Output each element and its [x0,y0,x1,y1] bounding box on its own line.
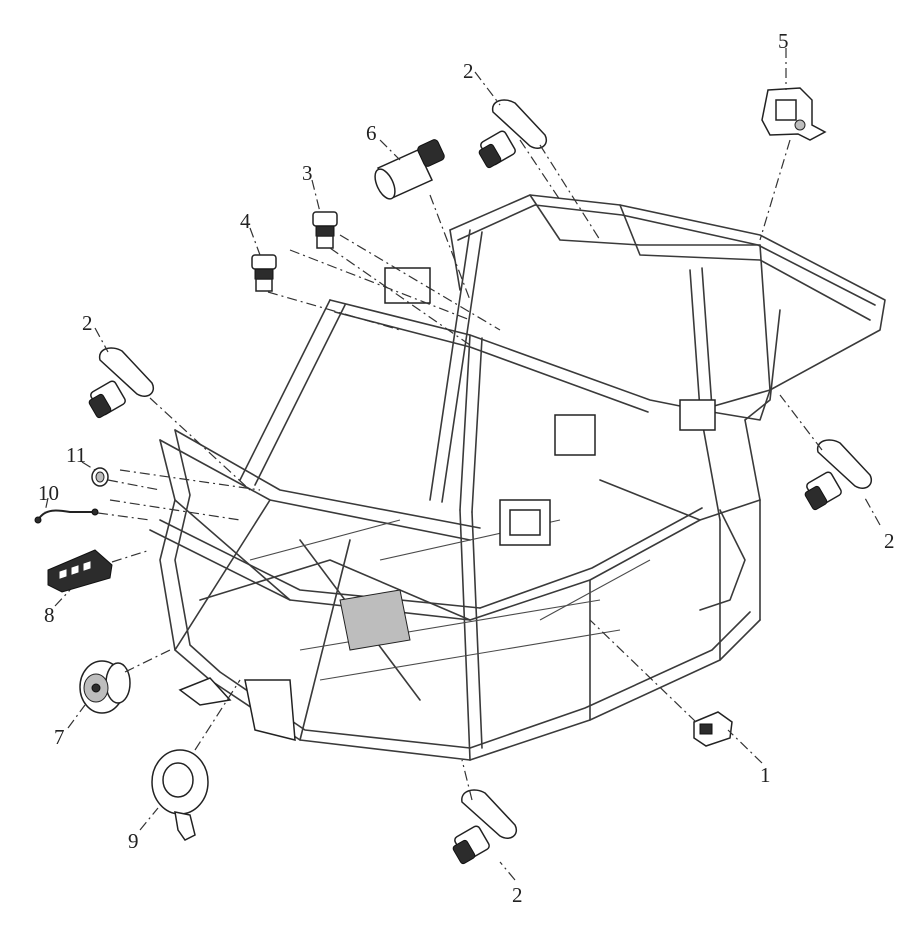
callout-9: 9 [128,829,139,853]
callout-7: 7 [54,725,65,749]
part-6-cylinder [374,139,445,200]
callout-5: 5 [778,29,789,53]
part-2-right [804,439,872,511]
callout-10: 10 [38,481,59,505]
part-1-sensor [693,711,733,747]
callout-11: 11 [66,443,86,467]
callout-8: 8 [44,603,55,627]
leader-lines [44,48,881,881]
part-10-cable [34,508,99,524]
callout-2-right: 2 [884,529,895,553]
callout-2-left: 2 [82,311,93,335]
part-7-connector [79,660,131,714]
callout-4: 4 [240,209,251,233]
callout-3: 3 [302,161,313,185]
part-5-bracket [761,87,827,141]
part-11-grommet [91,467,109,487]
part-3-switch [312,211,338,249]
part-2-top [478,99,547,169]
callout-labels: 2 5 6 3 4 2 11 10 8 7 9 2 1 2 [38,29,895,907]
callout-6: 6 [366,121,377,145]
callout-1: 1 [760,763,771,787]
callout-2-bottom: 2 [512,883,523,907]
part-4-switch [251,254,277,292]
callout-2-top: 2 [463,59,474,83]
part-2-left [88,347,154,419]
part-8-fusebox [47,549,113,593]
part-2-bottom [452,789,517,865]
part-9-horn [151,749,209,841]
vehicle-frame [109,139,886,761]
